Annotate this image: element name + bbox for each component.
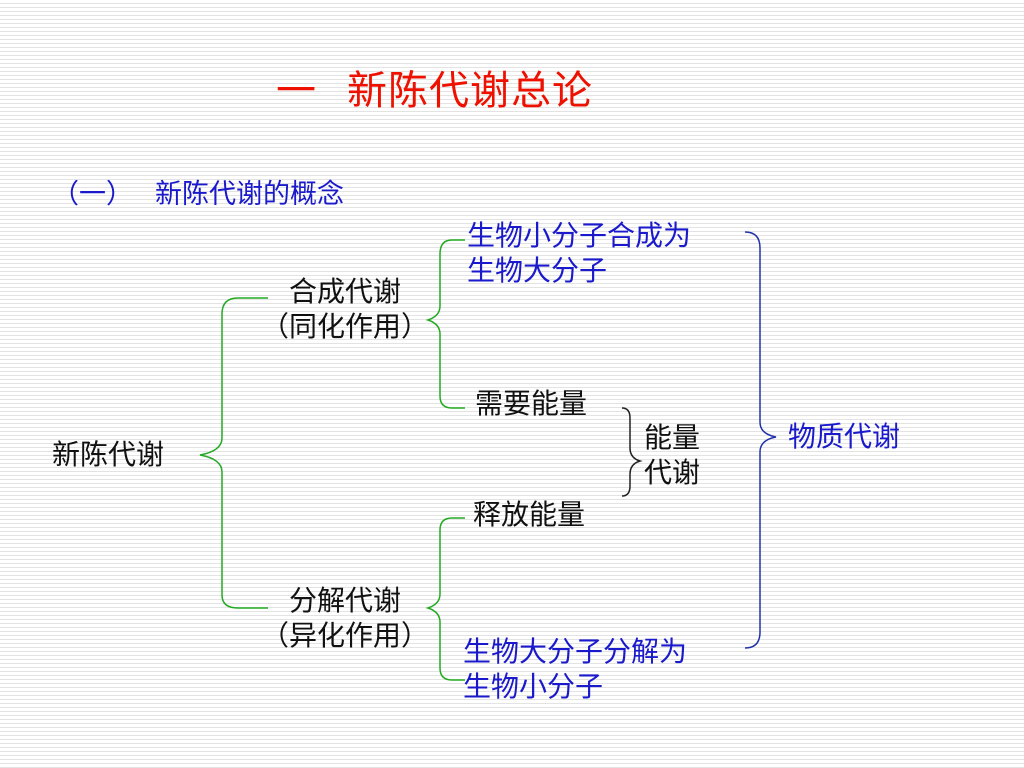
synthesis-line1: 生物小分子合成为 [467,219,692,252]
synthesis-description: 生物小分子合成为 生物大分子 [467,218,691,288]
page-title: 一新陈代谢总论 [276,66,593,116]
section-text: 新陈代谢的概念 [155,179,344,210]
anabolism-alias: （同化作用） [260,310,429,343]
title-number: 一 [276,68,317,114]
anabolism-brace [425,239,465,409]
root-brace [199,297,268,609]
needs-energy-node: 需要能量 [475,387,588,420]
releases-energy-node: 释放能量 [473,498,586,531]
decomposition-line1: 生物大分子分解为 [463,635,688,668]
energy-bracket [621,407,643,497]
synthesis-line2: 生物大分子 [467,254,608,287]
energy-metabolism-node: 能量 代谢 [644,420,700,490]
section-heading: （一） 新陈代谢的概念 [52,178,344,212]
decomposition-description: 生物大分子分解为 生物小分子 [463,634,687,704]
material-bracket [744,231,777,649]
catabolism-label: 分解代谢 [288,584,401,617]
anabolism-node: 合成代谢 （同化作用） [248,274,442,344]
catabolism-brace [425,517,465,681]
root-node: 新陈代谢 [52,438,165,471]
catabolism-node: 分解代谢 （异化作用） [248,583,442,653]
title-text: 新陈代谢总论 [347,68,593,114]
anabolism-label: 合成代谢 [288,275,401,308]
decomposition-line2: 生物小分子 [463,670,604,703]
material-metabolism-node: 物质代谢 [788,420,901,453]
catabolism-alias: （异化作用） [260,619,429,652]
energy-metabolism-line2: 代谢 [644,456,701,489]
energy-metabolism-line1: 能量 [644,421,701,454]
section-label: （一） [52,179,133,210]
